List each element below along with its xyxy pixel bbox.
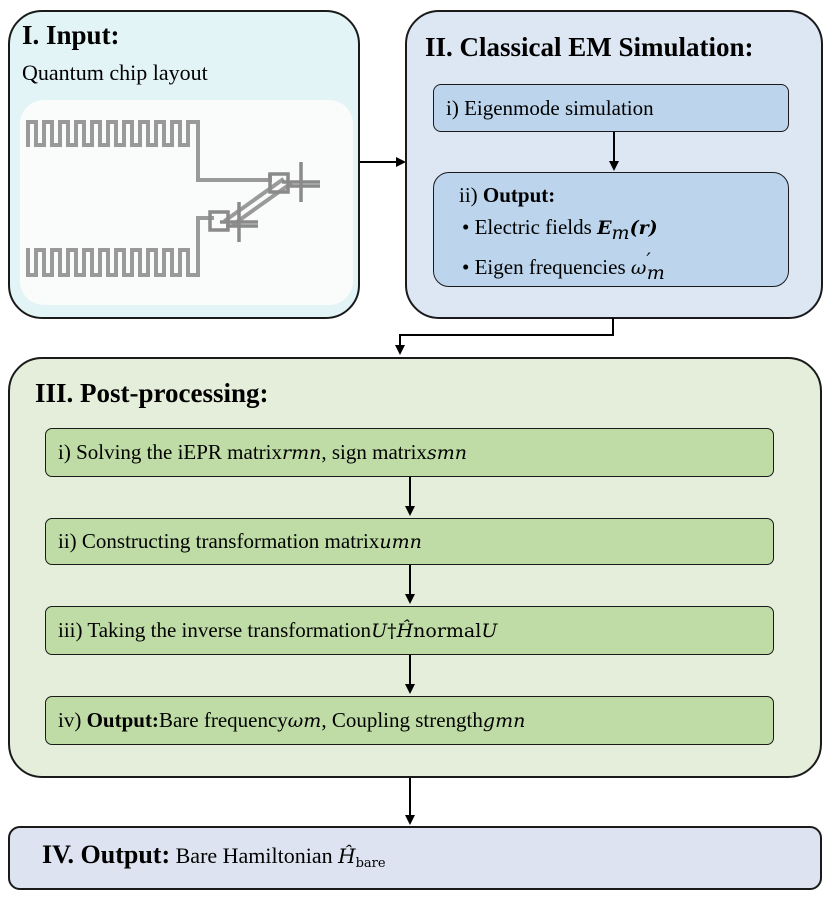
transformation-step-label: ii) Constructing transformation matrix	[58, 529, 380, 553]
transformation-symbol-u: u	[379, 530, 392, 553]
inverse-symbol-u: U	[371, 619, 388, 642]
chip-layout-image	[20, 100, 353, 305]
eigenmode-simulation-box: i) Eigenmode simulation	[433, 84, 789, 132]
eigen-frequency-subscript: m	[646, 262, 665, 285]
arrow-sim-to-output	[609, 132, 619, 171]
input-subtitle: Quantum chip layout	[22, 60, 208, 85]
final-output-title: IV. Output:	[42, 840, 171, 869]
em-output-prefix: ii)	[459, 183, 483, 207]
bare-frequency-label: Bare frequency	[158, 708, 288, 732]
electric-field-symbol: E	[597, 217, 612, 239]
coupling-subscript: mn	[495, 709, 526, 732]
eigenmode-simulation-label: i) Eigenmode simulation	[446, 95, 654, 120]
bare-frequency-subscript: m	[303, 709, 322, 732]
arrow-step2-to-step3	[405, 565, 415, 604]
arrow-sim-to-post	[395, 318, 614, 355]
iepr-subscript: mn	[291, 441, 322, 464]
em-output-bold: Output:	[482, 183, 556, 207]
arrow-input-to-sim	[360, 157, 406, 167]
arrow-step1-to-step2	[405, 477, 415, 516]
transformation-subscript: mn	[391, 530, 422, 553]
dagger-symbol: †	[387, 619, 397, 642]
bare-hamiltonian-symbol: Ĥ	[338, 844, 356, 868]
hamiltonian-normal-subscript: normal	[413, 619, 482, 642]
coupling-strength-label: , Coupling strength	[321, 708, 483, 732]
inverse-symbol-u-right: U	[481, 619, 498, 642]
hamiltonian-normal-symbol: Ĥ	[396, 619, 414, 642]
step-transformation-matrix: ii) Constructing transformation matrix u…	[45, 518, 774, 565]
bullet-eigen-frequencies: • Eigen frequencies ω′m	[462, 249, 665, 284]
bullet-glyph: •	[462, 255, 470, 279]
post-processing-title: III. Post-processing:	[35, 378, 269, 408]
sign-matrix-label: , sign matrix	[321, 440, 427, 464]
electric-field-subscript: m	[611, 222, 630, 245]
input-title: I. Input:	[22, 20, 120, 50]
post-output-bold: Output:	[86, 708, 159, 732]
bare-hamiltonian-subscript: bare	[355, 856, 386, 872]
chip-layout-drawing	[26, 120, 320, 277]
bullet-electric-fields: • Electric fields Em(r)	[462, 215, 658, 244]
electric-fields-label: Electric fields	[474, 215, 598, 239]
eigen-frequency-prime: ′	[646, 249, 651, 271]
coupling-symbol-g: g	[482, 709, 496, 732]
final-output-line: IV. Output: Bare Hamiltonian Ĥbare	[42, 840, 386, 871]
arrow-step3-to-step4	[405, 655, 415, 694]
bare-hamiltonian-label: Bare Hamiltonian	[170, 843, 339, 868]
sign-subscript: mn	[436, 441, 467, 464]
iepr-symbol-r: r	[282, 441, 292, 464]
bullet-glyph: •	[462, 215, 470, 239]
eigen-frequencies-label: Eigen frequencies	[474, 255, 631, 279]
em-output-box	[433, 172, 789, 287]
em-simulation-title: II. Classical EM Simulation:	[425, 32, 754, 62]
iepr-step-label: i) Solving the iEPR matrix	[58, 440, 282, 464]
arrow-post-to-output	[405, 778, 415, 825]
post-output-prefix: iv)	[58, 708, 82, 732]
inverse-step-label: iii) Taking the inverse transformation	[58, 618, 372, 642]
bare-frequency-symbol: ω	[287, 709, 304, 732]
electric-field-argument: (r)	[629, 217, 658, 239]
step-inverse-transformation: iii) Taking the inverse transformation U…	[45, 606, 774, 655]
em-output-heading: ii) Output:	[459, 183, 555, 208]
sign-symbol-s: s	[426, 441, 437, 464]
eigen-frequency-symbol: ω	[630, 257, 647, 279]
final-output-panel	[8, 826, 822, 890]
